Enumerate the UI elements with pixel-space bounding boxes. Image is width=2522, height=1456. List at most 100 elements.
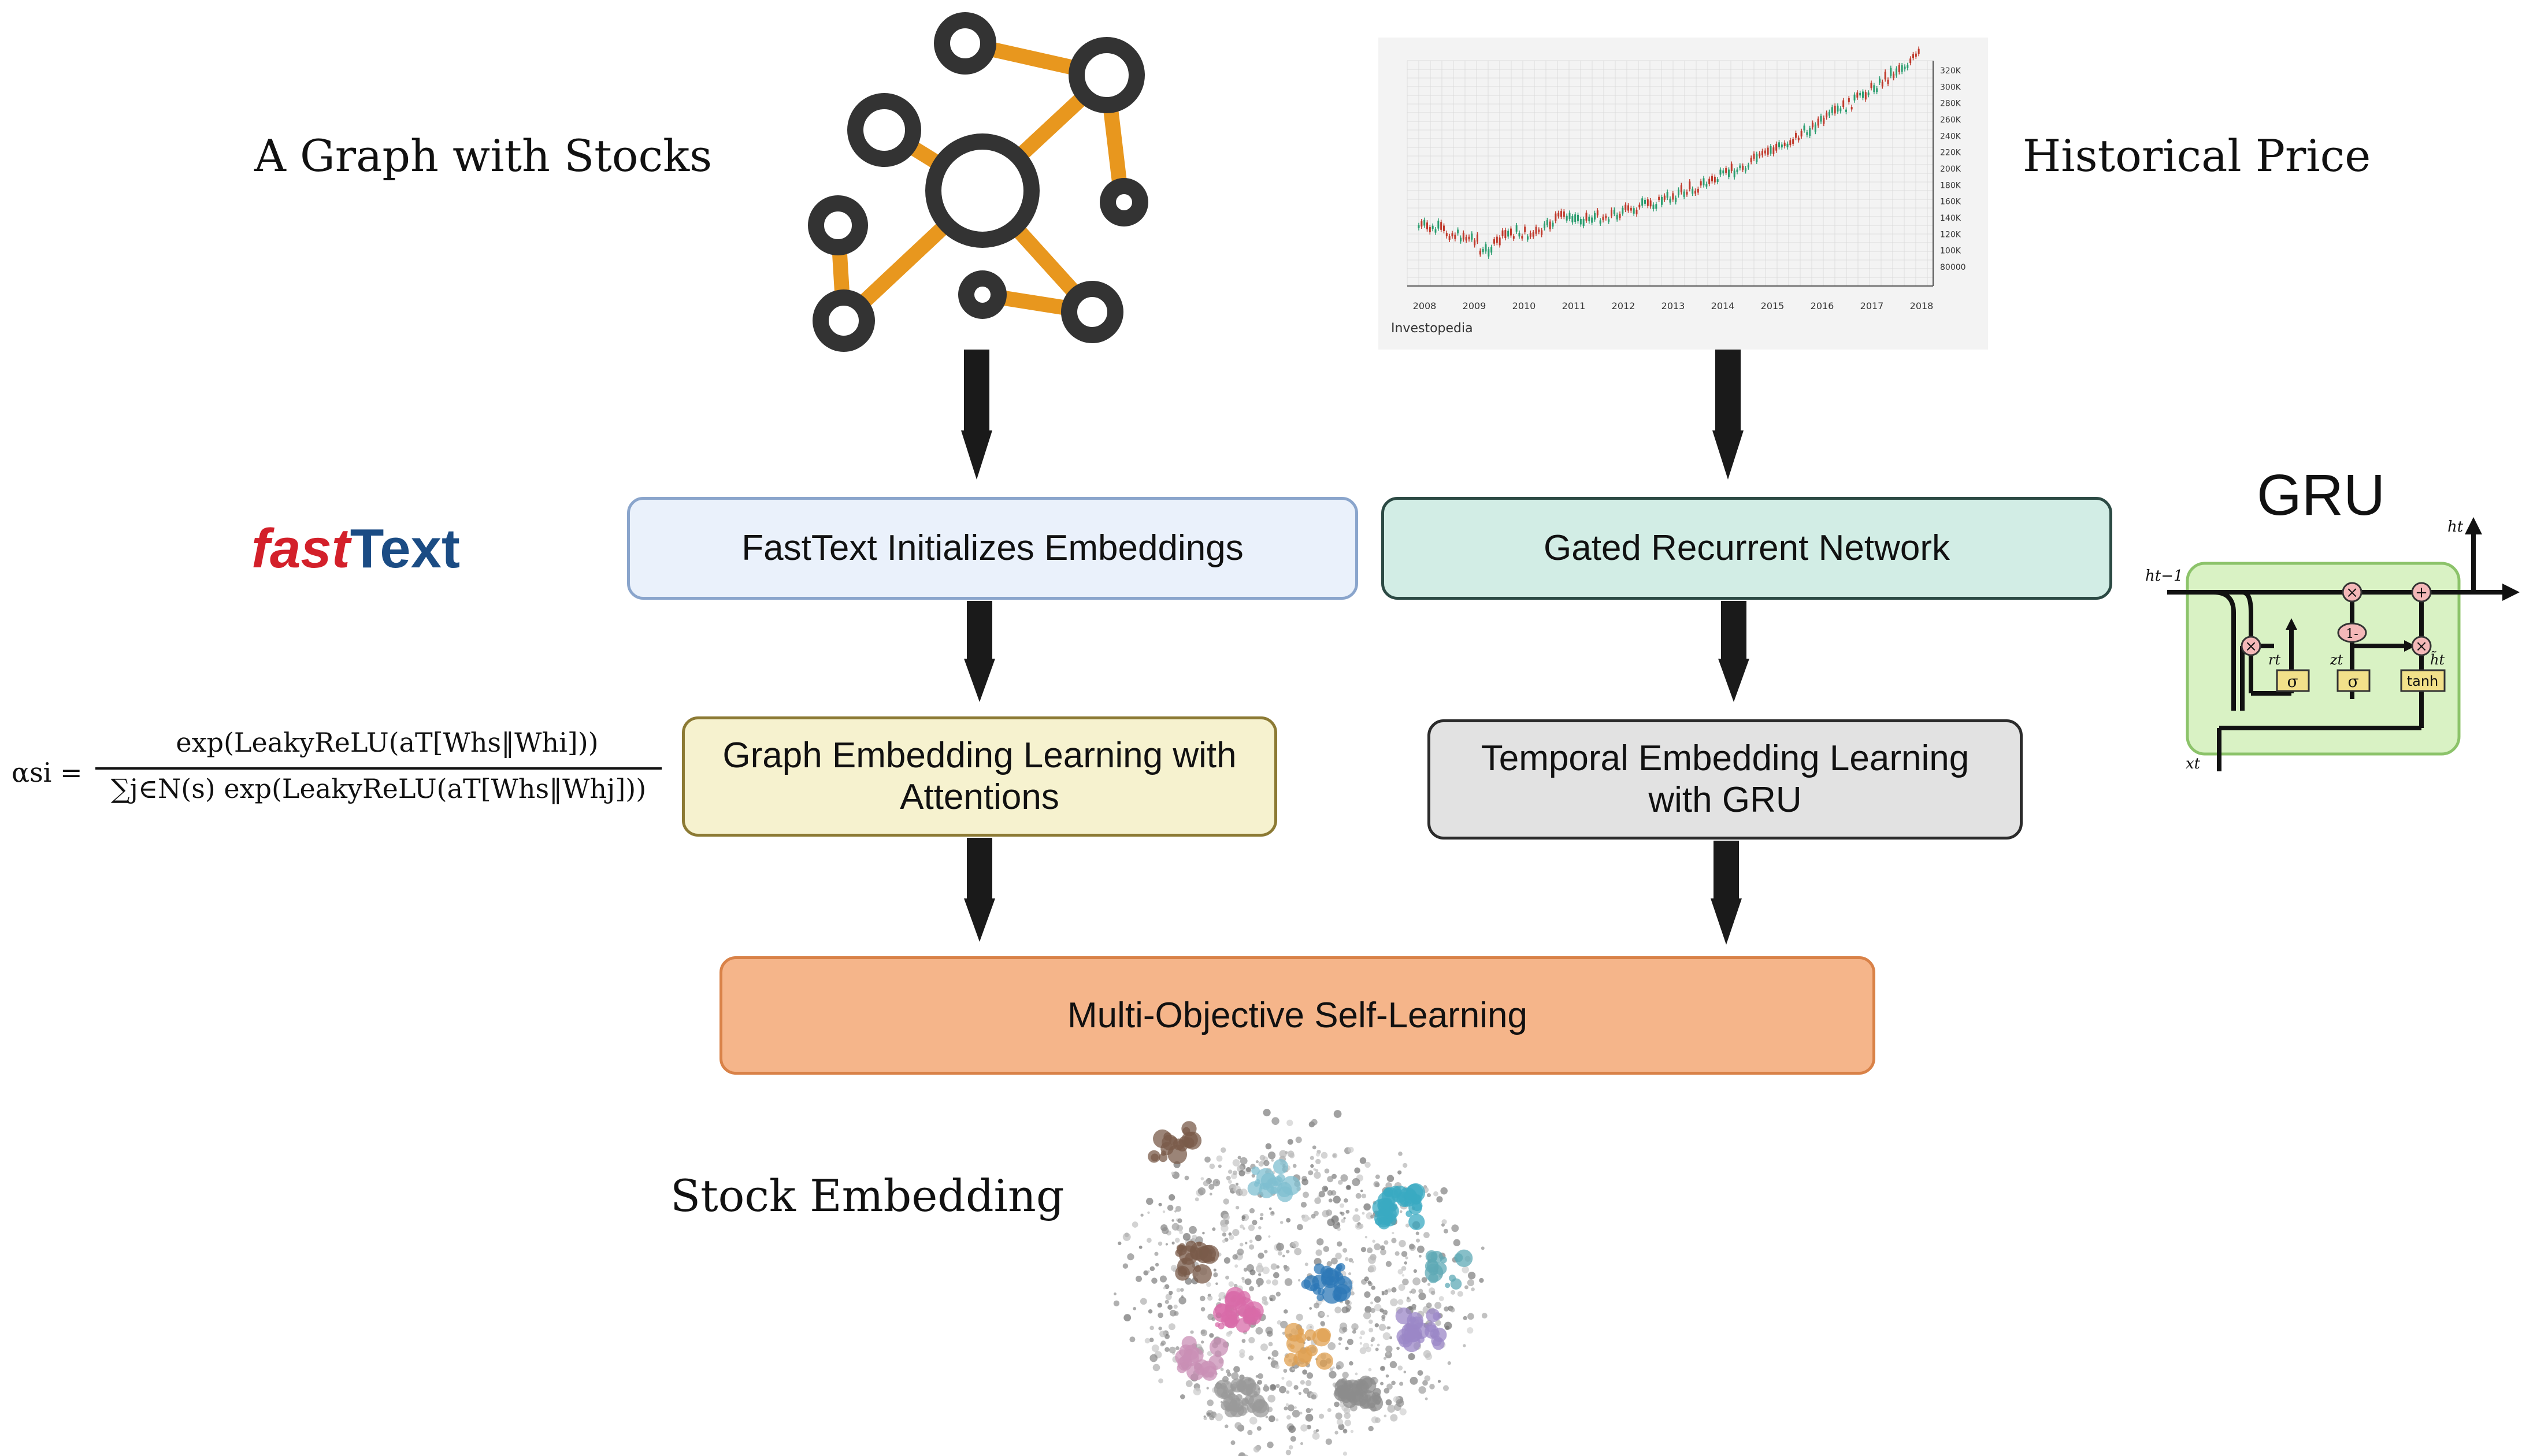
price-candle [1896, 68, 1897, 76]
embedding-cluster-point [1224, 1405, 1238, 1418]
embedding-point [1239, 1352, 1245, 1358]
embedding-point [1405, 1306, 1414, 1314]
embedding-point [1386, 1383, 1393, 1390]
embedding-point [1206, 1178, 1212, 1184]
price-candle [1627, 205, 1629, 211]
embedding-point [1270, 1360, 1279, 1368]
embedding-cluster-point [1434, 1262, 1447, 1275]
embedding-point [1292, 1335, 1299, 1342]
embedding-point [1296, 1186, 1301, 1191]
embedding-point [1180, 1394, 1185, 1399]
embedding-point [1364, 1306, 1372, 1313]
embedding-point [1271, 1158, 1274, 1162]
embedding-cluster-point [1177, 1356, 1192, 1371]
embedding-point [1175, 1205, 1182, 1212]
price-candle [1652, 205, 1655, 210]
embedding-cluster-point [1403, 1334, 1421, 1353]
embedding-point [1239, 1375, 1245, 1380]
embedding-point [1203, 1415, 1206, 1418]
price-y-tick: 100K [1940, 247, 1961, 256]
embedding-point [1249, 1269, 1256, 1276]
price-candle [1499, 237, 1501, 246]
embedding-cluster-point [1336, 1384, 1348, 1396]
embedding-point [1201, 1370, 1210, 1379]
embedding-cluster-point [1182, 1350, 1199, 1366]
embedding-point [1344, 1147, 1351, 1154]
embedding-point [1397, 1365, 1403, 1371]
multi-objective-box: Multi-Objective Self-Learning [719, 956, 1875, 1075]
embedding-point [1258, 1226, 1262, 1230]
embedding-point [1164, 1284, 1170, 1290]
price-candle [1437, 220, 1440, 229]
embedding-point [1181, 1361, 1189, 1370]
price-candle [1443, 225, 1445, 232]
price-candle [1462, 232, 1464, 240]
embedding-point [1175, 1218, 1180, 1222]
embedding-point [1218, 1358, 1224, 1364]
price-candle [1694, 191, 1696, 194]
embedding-cluster-point [1384, 1188, 1393, 1198]
embedding-point [1349, 1285, 1352, 1288]
embedding-point [1159, 1275, 1167, 1283]
price-x-tick: 2012 [1612, 300, 1635, 311]
price-candle [1512, 236, 1515, 239]
embedding-point [1228, 1232, 1232, 1236]
embedding-point [1288, 1343, 1292, 1348]
arrow-graph-to-fasttext [961, 350, 992, 480]
embedding-cluster-point [1273, 1180, 1279, 1187]
embedding-point [1359, 1347, 1367, 1354]
embedding-point [1233, 1283, 1238, 1288]
embedding-point [1438, 1273, 1442, 1278]
embedding-point [1252, 1220, 1258, 1225]
embedding-point [1368, 1328, 1374, 1333]
embedding-point [1415, 1332, 1423, 1339]
embedding-point [1370, 1406, 1377, 1412]
embedding-cluster-point [1247, 1403, 1257, 1413]
embedding-cluster-point [1188, 1347, 1204, 1364]
embedding-point [1243, 1330, 1247, 1335]
price-candle [1482, 248, 1484, 252]
embedding-point [1333, 1154, 1336, 1157]
embedding-point [1226, 1175, 1231, 1181]
embedding-point [1333, 1195, 1341, 1204]
embedding-point [1264, 1170, 1269, 1174]
embedding-cluster-point [1244, 1301, 1264, 1321]
embedding-cluster-point [1222, 1314, 1229, 1322]
embedding-point [1311, 1213, 1316, 1219]
embedding-point [1222, 1376, 1229, 1383]
embedding-point [1257, 1284, 1260, 1288]
embedding-cluster-point [1405, 1183, 1423, 1201]
embedding-point [1227, 1372, 1232, 1377]
embedding-point [1212, 1179, 1221, 1187]
embedding-point [1231, 1173, 1237, 1179]
embedding-point [1191, 1343, 1197, 1349]
embedding-cluster-point [1230, 1403, 1244, 1418]
embedding-point [1127, 1253, 1134, 1261]
embedding-point [1429, 1384, 1435, 1390]
embedding-point [1345, 1346, 1349, 1350]
embedding-point [1240, 1188, 1248, 1197]
embedding-cluster-point [1378, 1217, 1390, 1230]
embedding-point [1236, 1285, 1243, 1292]
price-y-tick: 160K [1940, 198, 1961, 207]
embedding-cluster-point [1167, 1144, 1188, 1164]
embedding-point [1314, 1171, 1321, 1179]
embedding-point [1367, 1247, 1373, 1254]
embedding-point [1411, 1206, 1415, 1210]
price-candle [1683, 191, 1685, 197]
price-y-tick: 280K [1940, 99, 1961, 109]
embedding-point [1359, 1157, 1367, 1164]
embedding-cluster-point [1256, 1168, 1275, 1187]
price-candle [1873, 85, 1875, 92]
embedding-cluster-point [1440, 1256, 1447, 1264]
embedding-point [1300, 1201, 1307, 1208]
price-x-tick: 2008 [1413, 300, 1437, 311]
embedding-point [1379, 1308, 1384, 1313]
embedding-point [1332, 1382, 1337, 1387]
embedding-cluster-point [1355, 1382, 1368, 1395]
embedding-point [1248, 1320, 1251, 1324]
embedding-point [1329, 1276, 1336, 1282]
embedding-cluster-point [1228, 1389, 1234, 1395]
price-candle [1745, 168, 1746, 172]
embedding-cluster-point [1245, 1383, 1261, 1398]
